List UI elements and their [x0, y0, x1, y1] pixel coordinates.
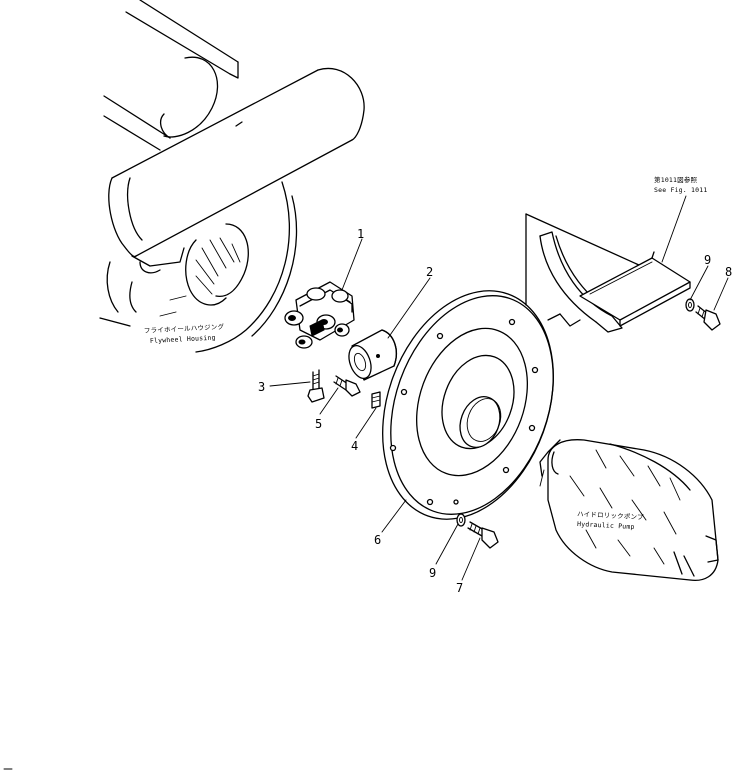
hub-part-2 — [348, 329, 397, 381]
see-fig-label-jp: 第1011図参照 — [654, 175, 698, 184]
callout-7: 7 — [456, 581, 463, 595]
washer-part-9-lower — [456, 513, 466, 527]
screw-part-5 — [333, 375, 361, 397]
callout-3: 3 — [258, 380, 265, 394]
hydraulic-pump — [539, 439, 719, 582]
callout-4: 4 — [351, 439, 358, 453]
see-fig-label-en: See Fig. 1011 — [654, 186, 707, 194]
callout-9-lower: 9 — [429, 566, 436, 580]
callout-5: 5 — [315, 417, 322, 431]
callout-1: 1 — [357, 227, 364, 241]
engine-flywheel-housing — [99, 0, 365, 353]
mounting-bracket — [525, 213, 691, 333]
flywheel-plate-part-6 — [382, 290, 554, 520]
washer-part-9-upper — [685, 298, 695, 312]
callout-2: 2 — [426, 265, 433, 279]
bolt-part-3 — [307, 369, 325, 403]
flywheel-housing-label-jp: フライホイールハウジング — [144, 322, 225, 335]
bolt-part-7 — [467, 521, 499, 549]
coupling-part-1 — [284, 281, 355, 349]
set-screw-part-4 — [371, 391, 381, 409]
leader-lines — [269, 195, 729, 581]
bolt-part-8 — [695, 305, 721, 331]
callout-9-upper: 9 — [704, 253, 711, 267]
flywheel-housing-label-en: Flywheel Housing — [150, 334, 216, 345]
hydraulic-pump-label-jp: ハイドロリックポンプ — [577, 510, 644, 521]
hydraulic-pump-label-en: Hydraulic Pump — [577, 520, 635, 531]
callout-8: 8 — [725, 265, 732, 279]
callout-6: 6 — [374, 533, 381, 547]
